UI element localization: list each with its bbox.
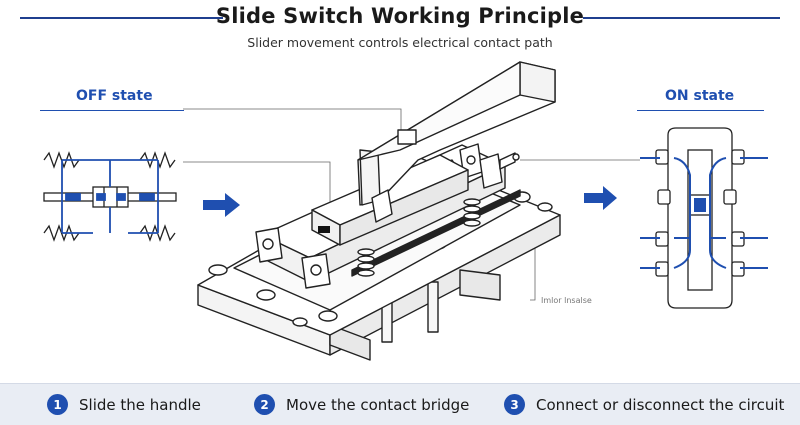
step-number-badge: 2	[254, 394, 275, 415]
step-1: 1 Slide the handle	[47, 394, 201, 415]
page-subtitle: Slider movement controls electrical cont…	[247, 35, 553, 50]
side-screw	[499, 152, 516, 170]
switch-illustration	[197, 61, 561, 361]
contact-spring-left	[357, 248, 375, 277]
off-state-label: OFF state	[76, 88, 153, 104]
title-rule-left	[20, 17, 223, 19]
on-state-rule	[637, 110, 764, 111]
switch-diagram: Imlor lnsalse	[43, 61, 768, 361]
callout-text: Imlor lnsalse	[541, 296, 592, 305]
pin-right	[427, 281, 439, 333]
arrow-right-icon	[584, 186, 617, 210]
step-3: 3 Connect or disconnect the circuit	[504, 394, 784, 415]
off-state-rule	[40, 110, 184, 111]
on-state-label: ON state	[665, 88, 735, 104]
step-number-badge: 1	[47, 394, 68, 415]
mount-hole	[208, 264, 228, 276]
on-state-wiring	[640, 157, 768, 269]
steps-footer: 1 Slide the handle 2 Move the contact br…	[0, 383, 800, 425]
step-label: Move the contact bridge	[286, 395, 470, 414]
step-2: 2 Move the contact bridge	[254, 394, 469, 415]
step-label: Connect or disconnect the circuit	[536, 395, 785, 414]
off-state-wiring	[61, 159, 159, 234]
on-state-schematic	[655, 127, 745, 309]
page-title: Slide Switch Working Principle	[215, 4, 585, 28]
step-label: Slide the handle	[79, 395, 201, 414]
contact-spring-right	[463, 198, 481, 227]
arrow-left-icon	[203, 193, 240, 217]
title-rule-right	[583, 17, 780, 19]
step-number-badge: 3	[504, 394, 525, 415]
